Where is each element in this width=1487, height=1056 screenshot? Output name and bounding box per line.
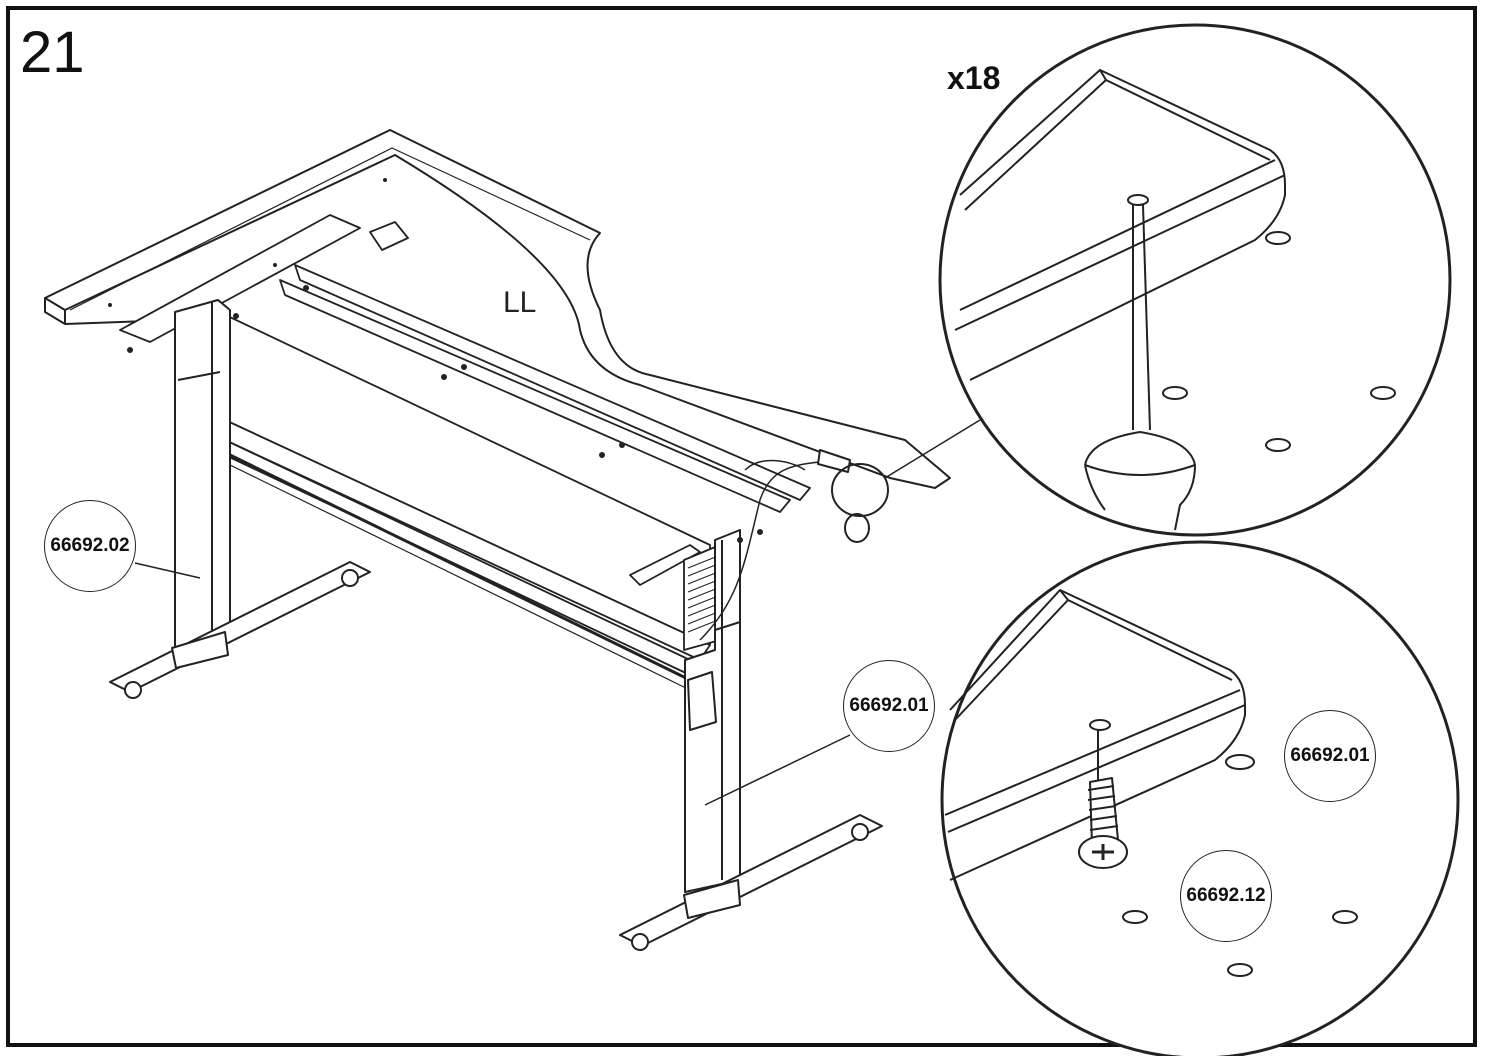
side-label: LL [503, 286, 537, 319]
step-number: 21 [20, 20, 85, 85]
part-callout-screw: 66692.12 [1180, 850, 1272, 942]
part-callout-leg-left: 66692.02 [44, 500, 136, 592]
motor-unit [687, 449, 870, 731]
quantity-label: x18 [947, 60, 1001, 96]
screw-holes [108, 178, 763, 543]
part-callout-desktop-detail: 66692.01 [1284, 710, 1376, 802]
screw-icon [1078, 777, 1128, 869]
detail-view-bottom [940, 540, 1460, 1056]
frame-beams [119, 214, 811, 691]
part-callout-desktop: 66692.01 [843, 660, 935, 752]
leg-left [109, 299, 371, 699]
detail-view-top [938, 23, 1452, 537]
page-frame [6, 6, 1477, 1047]
